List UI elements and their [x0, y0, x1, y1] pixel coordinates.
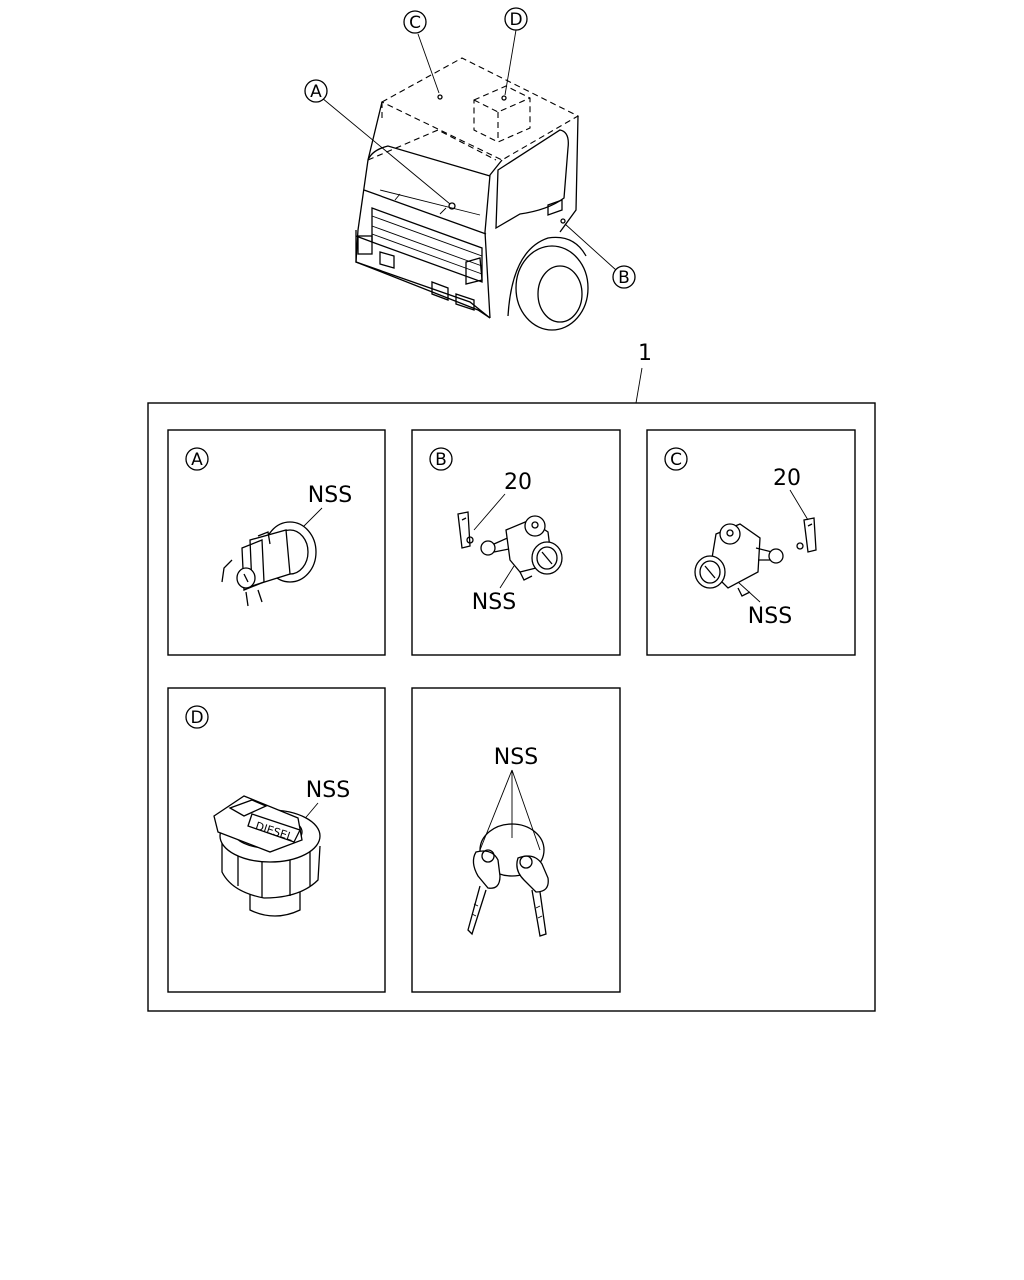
callout-b: B	[612, 265, 636, 289]
door-lock-right-icon	[457, 511, 563, 581]
callout-c: C	[403, 10, 427, 34]
panel-a-letter: A	[191, 450, 203, 470]
callout-b-letter: B	[618, 268, 630, 288]
panel-a: A NSS	[167, 429, 386, 656]
panel-a-part-label: NSS	[308, 483, 352, 508]
panel-b-ref-number: 20	[504, 470, 532, 495]
callout-c-letter: C	[409, 13, 421, 33]
key-set-icon	[467, 823, 549, 937]
callout-leaders	[321, 29, 617, 271]
panel-d-part-label: NSS	[306, 778, 350, 803]
callout-a-letter: A	[310, 82, 322, 102]
panel-b: B 20 NSS	[411, 429, 621, 656]
panel-keys: NSS	[411, 687, 621, 993]
panel-d: D NSS DIESEL	[167, 687, 386, 993]
callout-a: A	[304, 79, 328, 103]
ignition-lock-icon	[221, 521, 317, 607]
truck-cab-illustration	[355, 57, 589, 331]
panel-b-letter: B	[435, 450, 447, 470]
panel-b-part-label: NSS	[472, 590, 516, 615]
panel-c-part-label: NSS	[748, 604, 792, 629]
panel-c-ref-number: 20	[773, 466, 801, 491]
panel-c: C 20 NSS	[646, 429, 856, 656]
door-lock-left-icon	[694, 517, 817, 597]
panel-d-letter: D	[190, 708, 203, 728]
assembly-number: 1	[638, 341, 652, 366]
assembly-frame: 1	[147, 341, 876, 1012]
fuel-cap-icon: DIESEL	[213, 795, 321, 917]
callout-d: D	[504, 7, 528, 31]
panel-keys-part-label: NSS	[494, 745, 538, 770]
callout-d-letter: D	[509, 10, 522, 30]
panel-c-letter: C	[670, 450, 682, 470]
